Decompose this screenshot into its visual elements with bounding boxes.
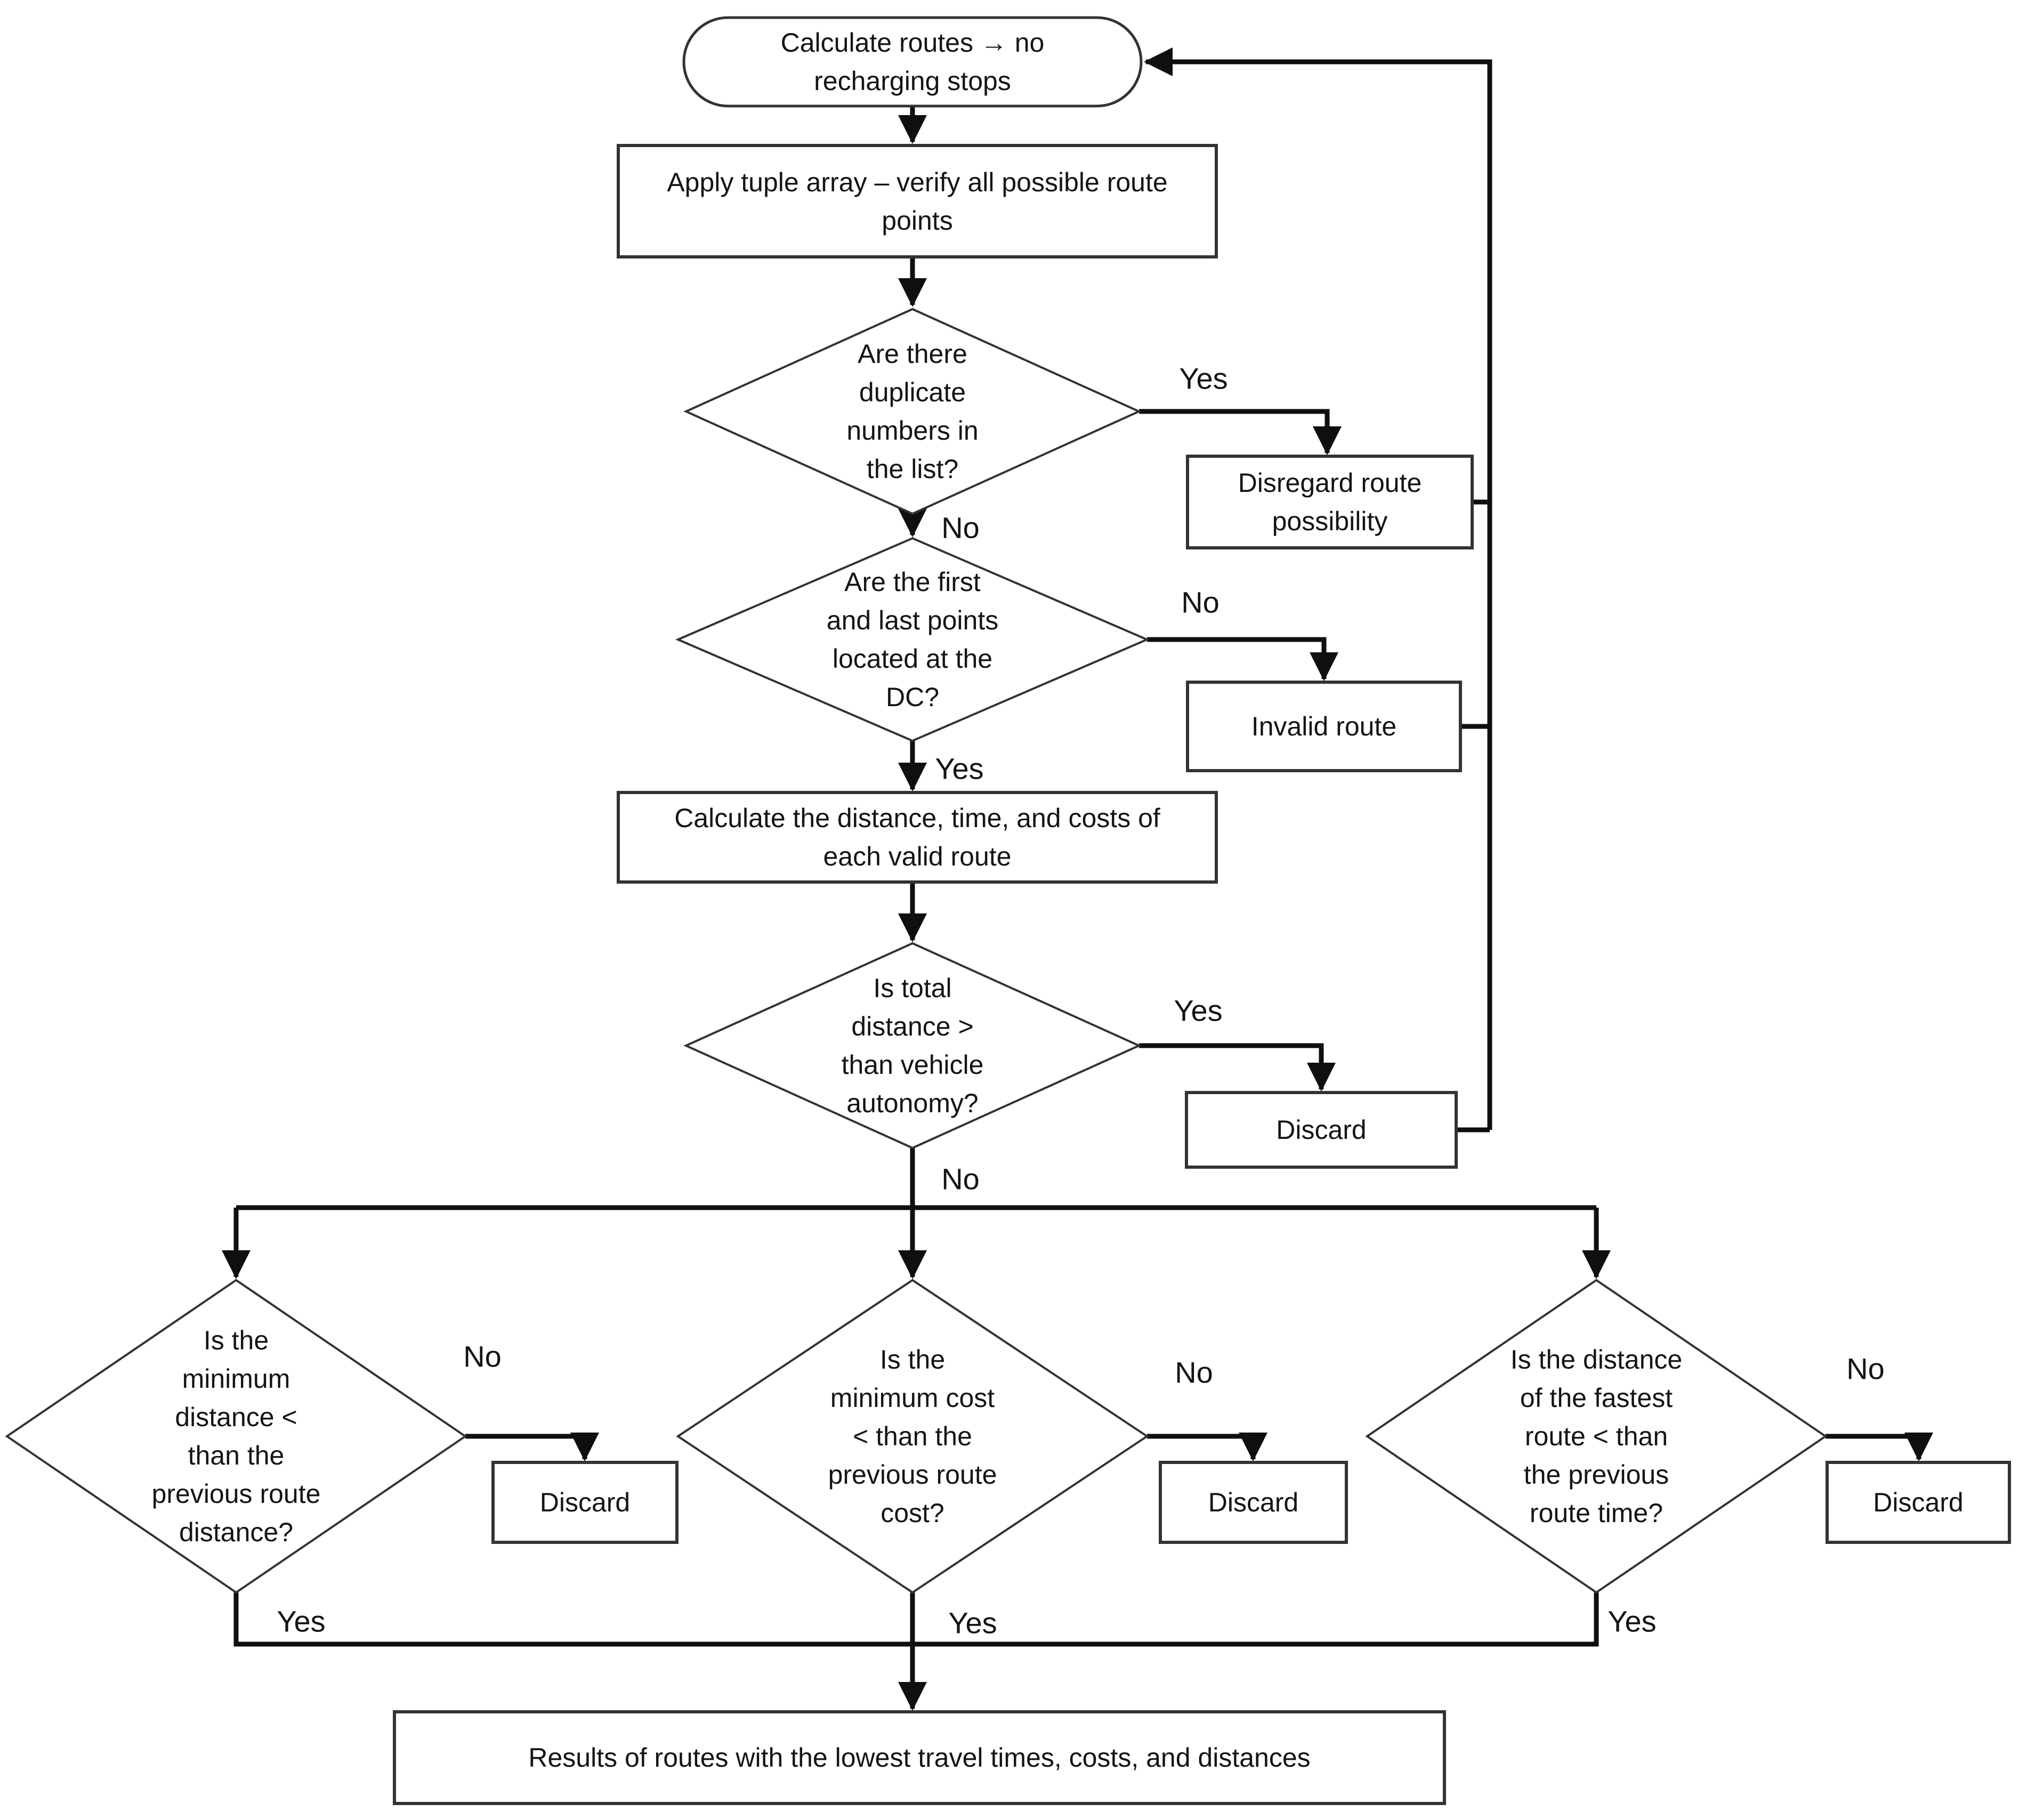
invalid-route-box-shape [1186, 681, 1462, 772]
edge-feedback-loop-to-start [1144, 47, 1492, 1130]
distance-yes-label: Yes [277, 1604, 326, 1638]
cost-yes-label: Yes [948, 1606, 997, 1640]
edge-distance-yes-merge [233, 1592, 912, 1647]
edge-duplicate-yes-to-disregard [1139, 409, 1342, 455]
edge-autonomy-yes-to-discard [1139, 1043, 1336, 1091]
invalid-route-box-label: Invalid route [1251, 711, 1397, 741]
dc-check-diamond-shape [675, 537, 1150, 742]
discard-distance-box-shape [491, 1461, 679, 1544]
distance-no-label: No [463, 1339, 502, 1373]
edge-distance-no-to-discard [465, 1433, 599, 1461]
fastest-route-check-diamond-label: Is the distance of the fastest route < t… [1510, 1345, 1683, 1528]
time-no-label: No [1846, 1352, 1885, 1386]
duplicate-yes-label: Yes [1179, 361, 1228, 395]
edge-time-no-to-discard [1826, 1433, 1933, 1461]
calculate-box-shape [617, 791, 1218, 884]
min-cost-check-diamond-label: Is the minimum cost < than the previous … [828, 1345, 997, 1528]
autonomy-check-diamond-label: Is total distance > than vehicle autonom… [841, 973, 984, 1118]
duplicate-check-diamond-shape [683, 308, 1142, 515]
duplicate-check-diamond-label: Are there duplicate numbers in the list? [846, 339, 979, 484]
time-yes-label: Yes [1608, 1604, 1657, 1638]
autonomy-yes-label: Yes [1174, 993, 1223, 1028]
dc-yes-label: Yes [935, 751, 984, 786]
start-terminator-label: Calculate routes → no recharging stops [780, 28, 1045, 96]
discard-distance-box-label: Discard [539, 1487, 631, 1517]
edge-time-yes-merge [912, 1592, 1599, 1647]
min-distance-check-diamond-shape [5, 1279, 467, 1594]
results-box-label: Results of routes with the lowest travel… [528, 1743, 1311, 1773]
autonomy-no-label: No [941, 1162, 980, 1196]
duplicate-no-label: No [941, 511, 980, 545]
edge-dc-no-to-invalid [1147, 637, 1338, 681]
min-cost-check-diamond-shape [676, 1279, 1149, 1594]
discard-cost-box-label: Discard [1208, 1487, 1299, 1517]
edge-cost-no-to-discard [1147, 1433, 1267, 1461]
calculate-box-label: Calculate the distance, time, and costs … [674, 803, 1160, 871]
fastest-route-check-diamond-shape [1365, 1279, 1828, 1594]
start-terminator-shape [682, 16, 1143, 108]
results-box-shape [393, 1710, 1446, 1805]
min-distance-check-diamond-label: Is the minimum distance < than the previ… [151, 1325, 321, 1547]
dc-check-diamond-label: Are the first and last points located at… [826, 567, 999, 712]
discard-autonomy-box-shape [1185, 1091, 1458, 1169]
disregard-box-shape [1186, 455, 1474, 549]
cost-no-label: No [1175, 1355, 1213, 1389]
discard-time-box-shape [1826, 1461, 2011, 1544]
discard-autonomy-box-label: Discard [1276, 1115, 1367, 1145]
apply-tuple-box-shape [617, 144, 1218, 258]
dc-no-label: No [1181, 585, 1220, 619]
apply-tuple-box-label: Apply tuple array – verify all possible … [667, 167, 1168, 236]
autonomy-check-diamond-shape [683, 942, 1142, 1150]
discard-time-box-label: Discard [1873, 1487, 1964, 1517]
discard-cost-box-shape [1159, 1461, 1348, 1544]
disregard-box-label: Disregard route possibility [1238, 468, 1422, 536]
